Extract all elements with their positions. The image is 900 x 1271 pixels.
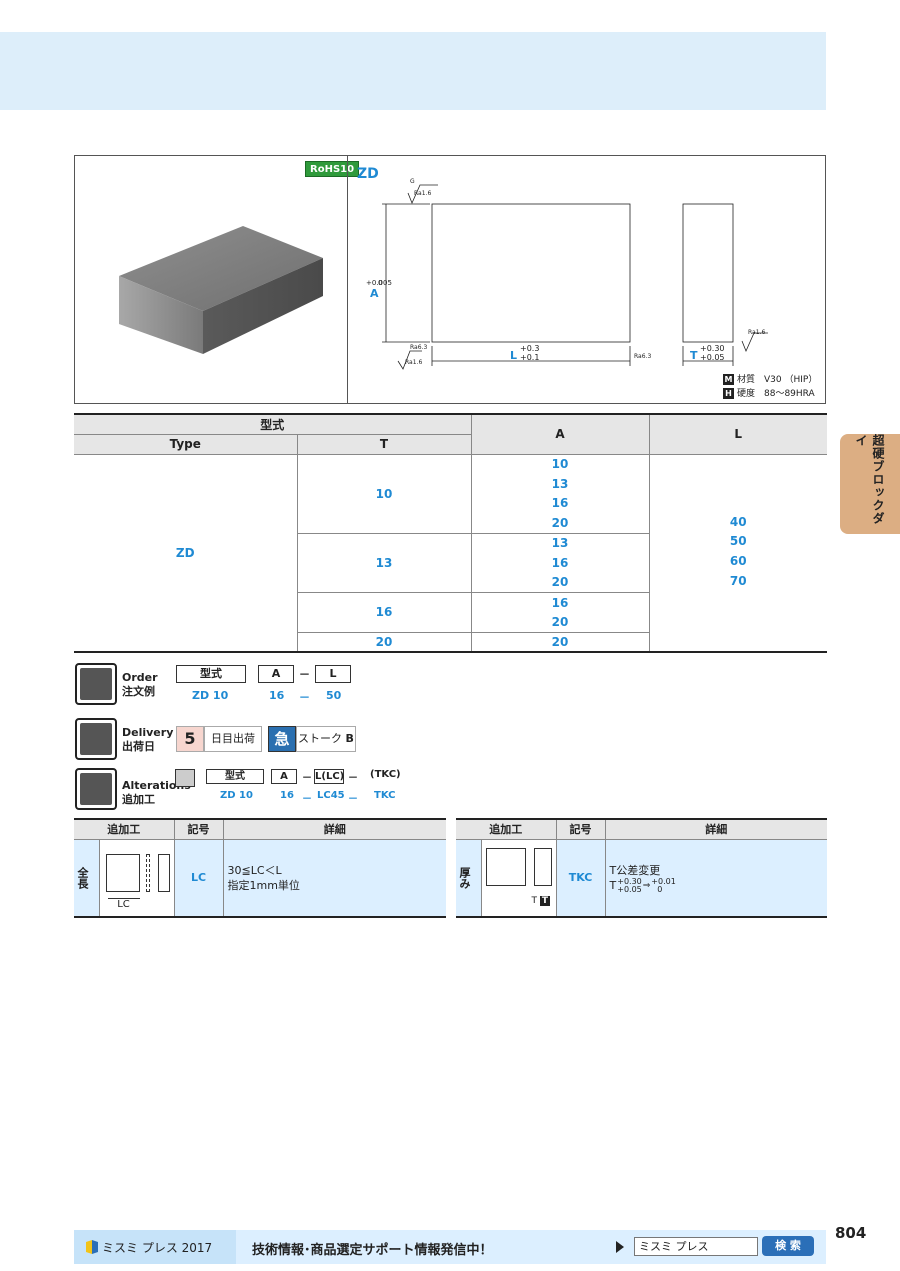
a-cell: 13 [471,533,650,553]
ra16-mark-3: Ra1.6 [748,329,765,336]
l-dim-tol-top: +0.3 [520,344,539,353]
a-cell: 10 [471,454,650,474]
misumi-press-logo-icon [86,1240,98,1254]
col-l-header: L [649,413,827,455]
order-type-value: ZD 10 [192,689,229,702]
stroke-label: ストーク B [296,726,356,752]
delivery-days: 5 [176,726,204,752]
search-input[interactable]: ミスミ プレス [634,1237,758,1256]
alt-detail-lc: 30≦LC＜L 指定1mm単位 [223,839,446,918]
header-band [0,32,826,110]
a-cell: 20 [471,572,650,594]
lc-diagram: LC [99,839,175,918]
alt-code-lc: LC [174,839,224,918]
alt-tkc-value: TKC [374,790,396,801]
order-type-header: 型式 [176,665,246,683]
delivery-days-label: 日目出荷 [204,726,262,752]
a-cell: 13 [471,473,650,494]
tkc-diagram: T T [481,839,557,918]
search-button[interactable]: 検 索 [762,1236,814,1256]
t-cell: 20 [297,632,472,653]
alteration-table-length: 追加工 記号 詳細 全長 LC LC 30≦LC＜L 指定1mm単位 [74,818,446,918]
a-cell: 16 [471,552,650,573]
a-dim-tol-bot: 0 [378,279,382,287]
ra16-mark: Ra1.6 [414,190,431,197]
express-icon: 急 [268,726,296,752]
a-cell: 20 [471,632,650,653]
col-type-header: Type [74,434,298,455]
g-mark: G [410,178,415,185]
alteration-phone-icon [175,769,195,787]
product-figure: RoHS10 ZD G Ra [74,155,826,404]
type-cell: ZD [74,454,298,653]
a-cell: 16 [471,592,650,613]
alt-type-header: 型式 [206,769,264,784]
t-cell: 16 [297,592,472,633]
ra63-mark: Ra6.3 [634,353,651,360]
alt-type-value: ZD 10 [220,790,253,801]
alt-row-label-thickness: 厚み [458,866,471,889]
drill-icon [75,768,117,810]
l-dim-tol-bot: +0.1 [520,353,539,362]
truck-icon [75,718,117,760]
dimension-drawing: G Ra1.6 Ra1.6 Ra6.3 Ra1.6 Ra6.3 A +0.005… [366,178,768,370]
t-dim-tol-top: +0.30 [700,344,725,353]
rohs-badge: RoHS10 [305,161,360,177]
alt-code-tkc: TKC [556,839,606,918]
alt-a-value: 16 [280,790,294,801]
page-number: 804 [835,1224,867,1242]
a-dim-tol-top: +0.005 [366,279,392,287]
ra63-mark-2: Ra6.3 [410,344,427,351]
order-a-header: A [258,665,294,683]
alt-a-header: A [271,769,297,784]
brand-name: ミスミ プレス 2017 [102,1241,213,1255]
alteration-table-thickness: 追加工 記号 詳細 厚み T T TKC T公差変更 T +0.30+0.05 … [456,818,827,918]
group-header: 型式 [74,413,472,435]
t-dim-label: T [690,349,698,362]
drawing-type-label: ZD [357,166,379,182]
a-cell: 20 [471,612,650,633]
alt-lc-header: L(LC) [314,769,345,784]
footer-bar: ミスミ プレス 2017 技術情報･商品選定サポート情報発信中！ ミスミ プレス… [74,1230,826,1264]
order-l-header: L [315,665,351,683]
category-side-tab[interactable]: 超硬ブロックダイ [840,434,900,534]
col-a-header: A [471,413,650,455]
t-dim-tol-bot: +0.05 [700,353,725,362]
l-cell: 40 50 60 70 [649,454,827,653]
ra16-mark-2: Ra1.6 [405,359,422,366]
hardness-icon: H [723,388,734,399]
play-arrow-icon [616,1241,624,1253]
alt-tkc-header: (TKC) [370,769,401,780]
alt-lc-value: LC45 [317,790,345,801]
material-icon: M [723,374,734,385]
a-cell: 16 [471,493,650,514]
t-cell: 10 [297,454,472,534]
a-cell: 20 [471,513,650,534]
carbide-block-image [119,226,323,354]
footer-message: 技術情報･商品選定サポート情報発信中！ [252,1243,493,1258]
phone-icon [75,663,117,705]
a-dim-label: A [370,287,379,300]
order-a-value: 16 [269,689,285,702]
alt-row-label-length: 全長 [76,866,89,889]
order-l-value: 50 [326,689,342,702]
spec-table: 型式 A L Type T ZD 10 10 40 50 60 70 13 16… [74,413,827,653]
col-t-header: T [297,434,472,455]
l-dim-label: L [510,349,517,362]
t-cell: 13 [297,533,472,594]
